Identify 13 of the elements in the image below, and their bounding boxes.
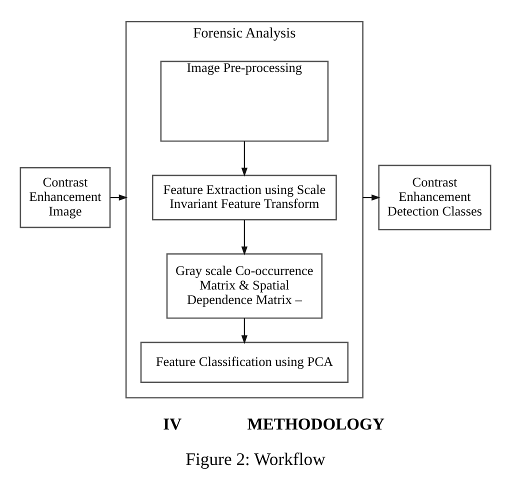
- node-box: Feature Classification using PCA: [140, 342, 348, 383]
- node-box: Feature Extraction using Scale Invariant Feature Transform: [151, 174, 336, 220]
- arrow: [240, 141, 248, 177]
- node-box: Contrast Enhancement Detection Classes: [378, 164, 491, 230]
- label: METHODOLOGY: [246, 414, 384, 434]
- caption: Figure 2: Workflow: [185, 449, 325, 470]
- arrow: [240, 220, 248, 256]
- label: IV: [162, 414, 182, 434]
- node-box: Image Pre-processing: [160, 60, 328, 142]
- node-box: Contrast Enhancement Image: [19, 167, 110, 228]
- node-box: Gray scale Co-occurrence Matrix & Spatial Dependence Matrix –: [166, 253, 322, 319]
- arrow: [240, 318, 248, 344]
- arrow: [362, 194, 380, 201]
